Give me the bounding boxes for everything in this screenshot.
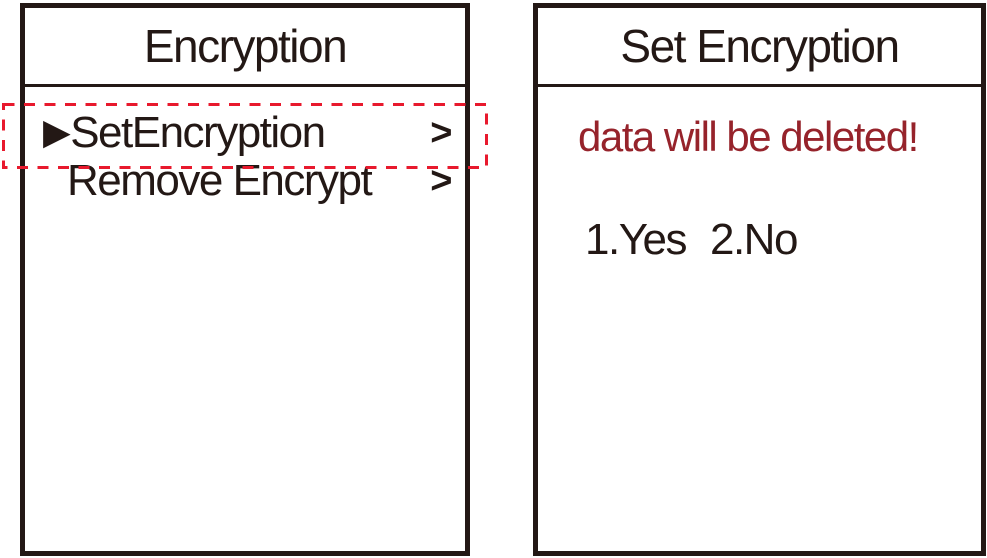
- selection-arrow-icon: ▶: [43, 112, 71, 153]
- menu-item-set-encryption[interactable]: ▶ SetEncryption >: [25, 108, 465, 158]
- option-no[interactable]: 2.No: [709, 215, 798, 264]
- menu-item-label: Remove Encrypt: [67, 156, 373, 205]
- confirm-options: 1.Yes 2.No: [585, 215, 981, 265]
- set-encryption-screen-header: Set Encryption: [538, 8, 981, 87]
- page-title: Set Encryption: [620, 20, 900, 72]
- chevron-right-icon: >: [430, 160, 452, 202]
- encryption-menu-screen: Encryption ▶ SetEncryption > Remove Encr…: [20, 3, 470, 556]
- menu-item-label: SetEncryption: [70, 108, 326, 157]
- menu-item-remove-encrypt[interactable]: Remove Encrypt >: [25, 156, 465, 206]
- encryption-screen-header: Encryption: [25, 8, 465, 87]
- menu-item-set-encryption-label-group: ▶ SetEncryption: [43, 108, 326, 158]
- encryption-menu-list: ▶ SetEncryption > Remove Encrypt >: [25, 87, 465, 205]
- warning-text: data will be deleted!: [578, 113, 919, 160]
- menu-item-remove-encrypt-label-group: Remove Encrypt: [67, 156, 373, 206]
- chevron-right-icon: >: [430, 112, 452, 154]
- page-title: Encryption: [143, 20, 348, 72]
- option-yes[interactable]: 1.Yes: [585, 215, 687, 264]
- set-encryption-screen: Set Encryption data will be deleted! 1.Y…: [533, 3, 986, 556]
